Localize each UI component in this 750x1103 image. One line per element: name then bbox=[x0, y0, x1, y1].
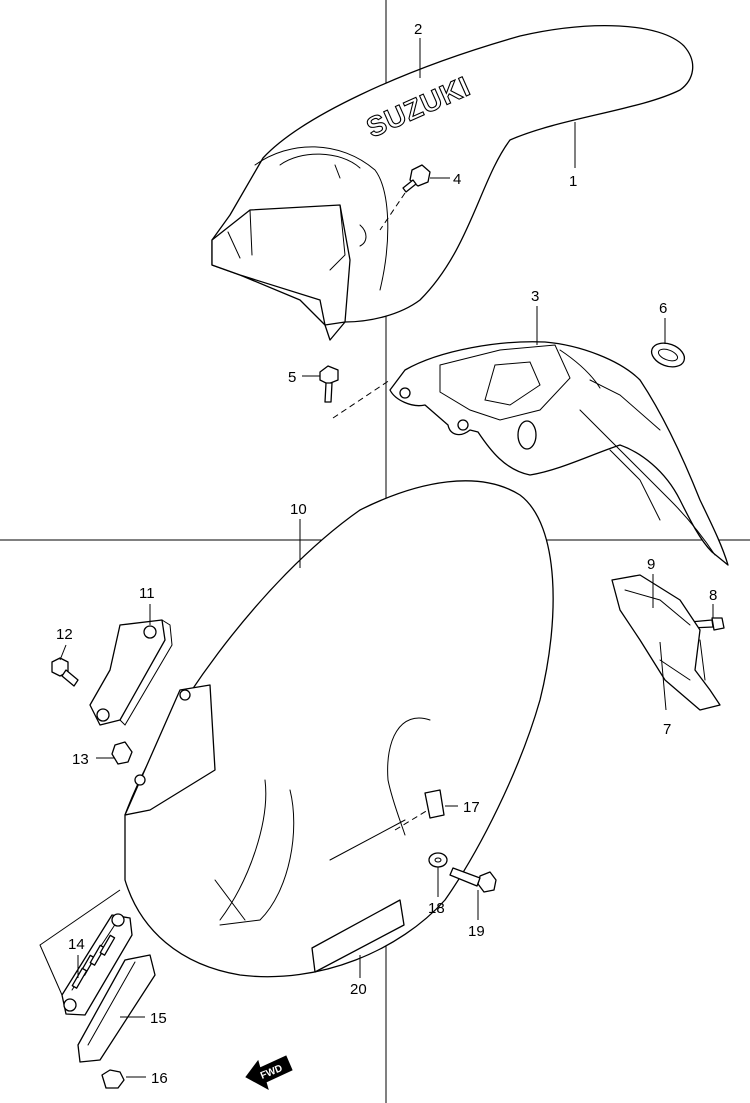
part-14-clamp-bracket bbox=[61, 913, 133, 1016]
callout-5: 5 bbox=[288, 369, 296, 386]
callout-4: 4 bbox=[453, 171, 461, 188]
part-5-bolt bbox=[302, 365, 391, 419]
callout-10: 10 bbox=[290, 501, 307, 518]
part-10-front-fender bbox=[124, 480, 554, 978]
callout-6: 6 bbox=[659, 300, 667, 317]
part-15-strap-bracket bbox=[77, 954, 156, 1063]
callout-labels: 1 2 3 4 5 6 7 8 9 10 11 12 13 14 15 16 1… bbox=[56, 21, 717, 1087]
callout-15: 15 bbox=[150, 1010, 167, 1027]
part-19-bolt bbox=[449, 867, 497, 893]
part-16-nut bbox=[101, 1069, 125, 1089]
assembly-line bbox=[39, 889, 121, 996]
part-20-reflector bbox=[311, 899, 405, 973]
callout-leaders bbox=[59, 38, 714, 1078]
callout-20: 20 bbox=[350, 981, 367, 998]
part-4-bolt bbox=[379, 164, 450, 231]
callout-1: 1 bbox=[569, 173, 577, 190]
callout-14: 14 bbox=[68, 936, 85, 953]
callout-8: 8 bbox=[709, 587, 717, 604]
part-17-clip-nut bbox=[424, 789, 445, 819]
assembly-line bbox=[394, 809, 429, 831]
callout-18: 18 bbox=[428, 900, 445, 917]
callout-3: 3 bbox=[531, 288, 539, 305]
part-13-collar bbox=[111, 741, 133, 765]
part-11-bracket bbox=[89, 619, 173, 726]
part-18-washer bbox=[428, 852, 448, 868]
callout-16: 16 bbox=[151, 1070, 168, 1087]
callout-7: 7 bbox=[663, 721, 671, 738]
callout-19: 19 bbox=[468, 923, 485, 940]
callout-17: 17 bbox=[463, 799, 480, 816]
part-3-rear-fender bbox=[389, 341, 729, 566]
callout-2: 2 bbox=[414, 21, 422, 38]
callout-12: 12 bbox=[56, 626, 73, 643]
callout-11: 11 bbox=[139, 585, 155, 602]
forward-direction-arrow: FWD bbox=[245, 1055, 293, 1091]
part-6-grommet bbox=[650, 342, 686, 368]
callout-13: 13 bbox=[72, 751, 89, 768]
part-12-bolt bbox=[51, 657, 79, 687]
callout-9: 9 bbox=[647, 556, 655, 573]
part-7-mudflap-plate bbox=[611, 574, 721, 711]
